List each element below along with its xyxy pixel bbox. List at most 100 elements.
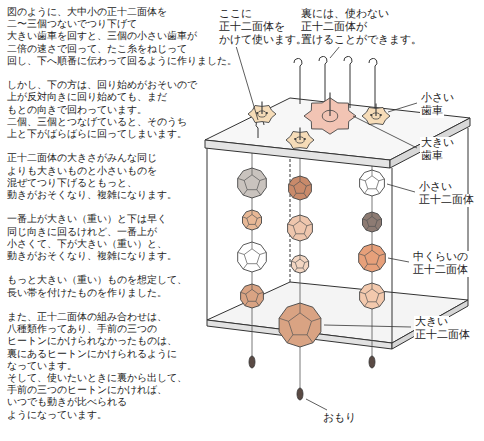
axle — [375, 103, 376, 116]
gear-eye — [304, 138, 306, 140]
dodecahedron — [279, 303, 321, 347]
dodecahedron-edge — [305, 261, 309, 262]
dodecahedron-edge — [260, 252, 267, 254]
callout-label: 置けることができます。 — [300, 34, 423, 47]
dodecahedron-edge — [363, 219, 367, 220]
callout-label: 裏には、使わない — [300, 8, 390, 21]
dodecahedron-edge — [243, 264, 247, 269]
dodecahedron-edge — [377, 219, 381, 220]
note-text: 八種類作ってあり、手前の三つの — [6, 323, 158, 335]
dodecahedron-face — [244, 249, 260, 264]
dodecahedron — [241, 284, 264, 308]
dodecahedron-face — [247, 215, 257, 225]
note-text: 同じ向きに回るけれど、一番上が — [6, 226, 158, 238]
post — [207, 148, 208, 320]
dodecahedron-edge — [292, 234, 295, 239]
dodecahedron-edge — [252, 168, 253, 175]
dodecahedron-edge — [257, 190, 261, 195]
dodecahedron — [238, 242, 267, 272]
dodecahedron-edge — [372, 170, 373, 176]
dodecahedron-edge — [252, 210, 253, 215]
dodecahedron-edge — [300, 176, 301, 181]
dodecahedron-face — [244, 175, 260, 190]
post — [392, 168, 393, 343]
dodecahedron-edge — [304, 234, 307, 239]
note-text: 大きい歯車を回すと、三個の小さい歯車が — [6, 30, 198, 42]
dodecahedron-edge — [295, 268, 297, 271]
dodecahedron-face — [365, 250, 380, 264]
callout-label: 小さい — [418, 181, 453, 194]
note-text: 正十二面体の大きさがみんな同じ — [6, 152, 158, 164]
dodecahedron-edge — [293, 193, 296, 197]
note-text: 手前の三つのヒートンにかければ、 — [6, 384, 168, 396]
dodecahedron-edge — [379, 292, 385, 294]
dodecahedron-edge — [252, 242, 253, 249]
dodecahedron-edge — [238, 178, 245, 180]
dodecahedron-face — [246, 289, 259, 301]
callout-label: 中くらいの — [412, 251, 469, 264]
note-text: もっと大きい（重い）ものを想定して、 — [6, 274, 188, 286]
note-text: そして、使いたいときに裏から出して、 — [6, 372, 188, 384]
dodecahedron-edge — [300, 255, 301, 259]
dodecahedron-edge — [300, 303, 301, 313]
gear-eye — [294, 138, 296, 140]
dodecahedron-edge — [360, 179, 366, 181]
dodecahedron-edge — [377, 264, 381, 269]
dodecahedron-edge — [300, 215, 301, 221]
note-text: 図のように、大中小の正十二面体を — [6, 6, 168, 18]
dodecahedron-edge — [312, 318, 321, 321]
callout-label: 大きい — [414, 316, 449, 329]
note-text: 回し、下へ順番に伝わって回るように作りました。 — [6, 55, 238, 67]
hook — [319, 57, 327, 106]
dodecahedron-edge — [364, 189, 367, 194]
hook — [256, 121, 264, 138]
dodecahedron-face — [294, 181, 307, 193]
leader-lines — [236, 46, 417, 410]
note-text: 小さくて、下が大きい（重い）と、 — [6, 238, 168, 250]
dodecahedron-edge — [256, 301, 259, 305]
dodecahedron-edge — [375, 226, 378, 230]
note-text: ヒートンにかけられなかったものは、 — [6, 335, 178, 347]
dodecahedron-edge — [304, 193, 307, 197]
dodecahedron — [363, 212, 382, 232]
dodecahedron-edge — [252, 284, 253, 289]
note-text: しかし、下の方は、回り始めがおそいので — [6, 79, 198, 91]
dodecahedron-edge — [360, 292, 366, 294]
note-text: 混ぜてつり下げるともっと、 — [6, 177, 138, 189]
dodecahedron — [288, 215, 313, 241]
dodecahedron-edge — [289, 184, 294, 186]
note-text: よりも大きいものと小さいものを — [6, 165, 158, 177]
dodecahedron-face — [289, 313, 312, 335]
top-plate-side — [390, 118, 470, 168]
gear-eye — [370, 114, 372, 116]
gear-eye — [380, 114, 382, 116]
note-text: 二〜三個つないでつり下げて — [6, 18, 138, 30]
dodecahedron-edge — [243, 217, 247, 218]
dodecahedron-face — [365, 289, 379, 302]
dodecahedron-edge — [279, 318, 288, 321]
dodecahedron-edge — [288, 224, 294, 226]
dodecahedron-edge — [379, 179, 385, 181]
hanging-dodecahedra — [238, 146, 386, 400]
dodecahedron-face — [295, 259, 304, 268]
weight — [297, 388, 303, 400]
dodecahedron-edge — [364, 264, 368, 269]
note-text: いつでも動きが比べられる — [6, 396, 128, 408]
note-text: 二個、三個とつなげていると、そのうち — [6, 116, 188, 128]
dodecahedron-edge — [306, 184, 311, 186]
dodecahedron-edge — [245, 301, 248, 305]
note-text: 動きがおそくなり、複雑になります。 — [6, 250, 178, 262]
dodecahedron-face — [293, 221, 307, 234]
callout-label: ここに — [218, 8, 253, 21]
dodecahedron-edge — [307, 335, 313, 343]
dodecahedron-edge — [303, 268, 305, 271]
dodecahedron-edge — [307, 224, 313, 226]
dodecahedron — [360, 283, 385, 309]
note-text: なっています。 — [6, 360, 78, 372]
dodecahedron-edge — [258, 292, 263, 294]
dodecahedron-edge — [366, 226, 369, 230]
bottom-plate-side — [392, 300, 468, 349]
note-text: 上と下がばらばらに回ってしまいます。 — [6, 128, 188, 140]
dodecahedron-edge — [372, 244, 373, 250]
